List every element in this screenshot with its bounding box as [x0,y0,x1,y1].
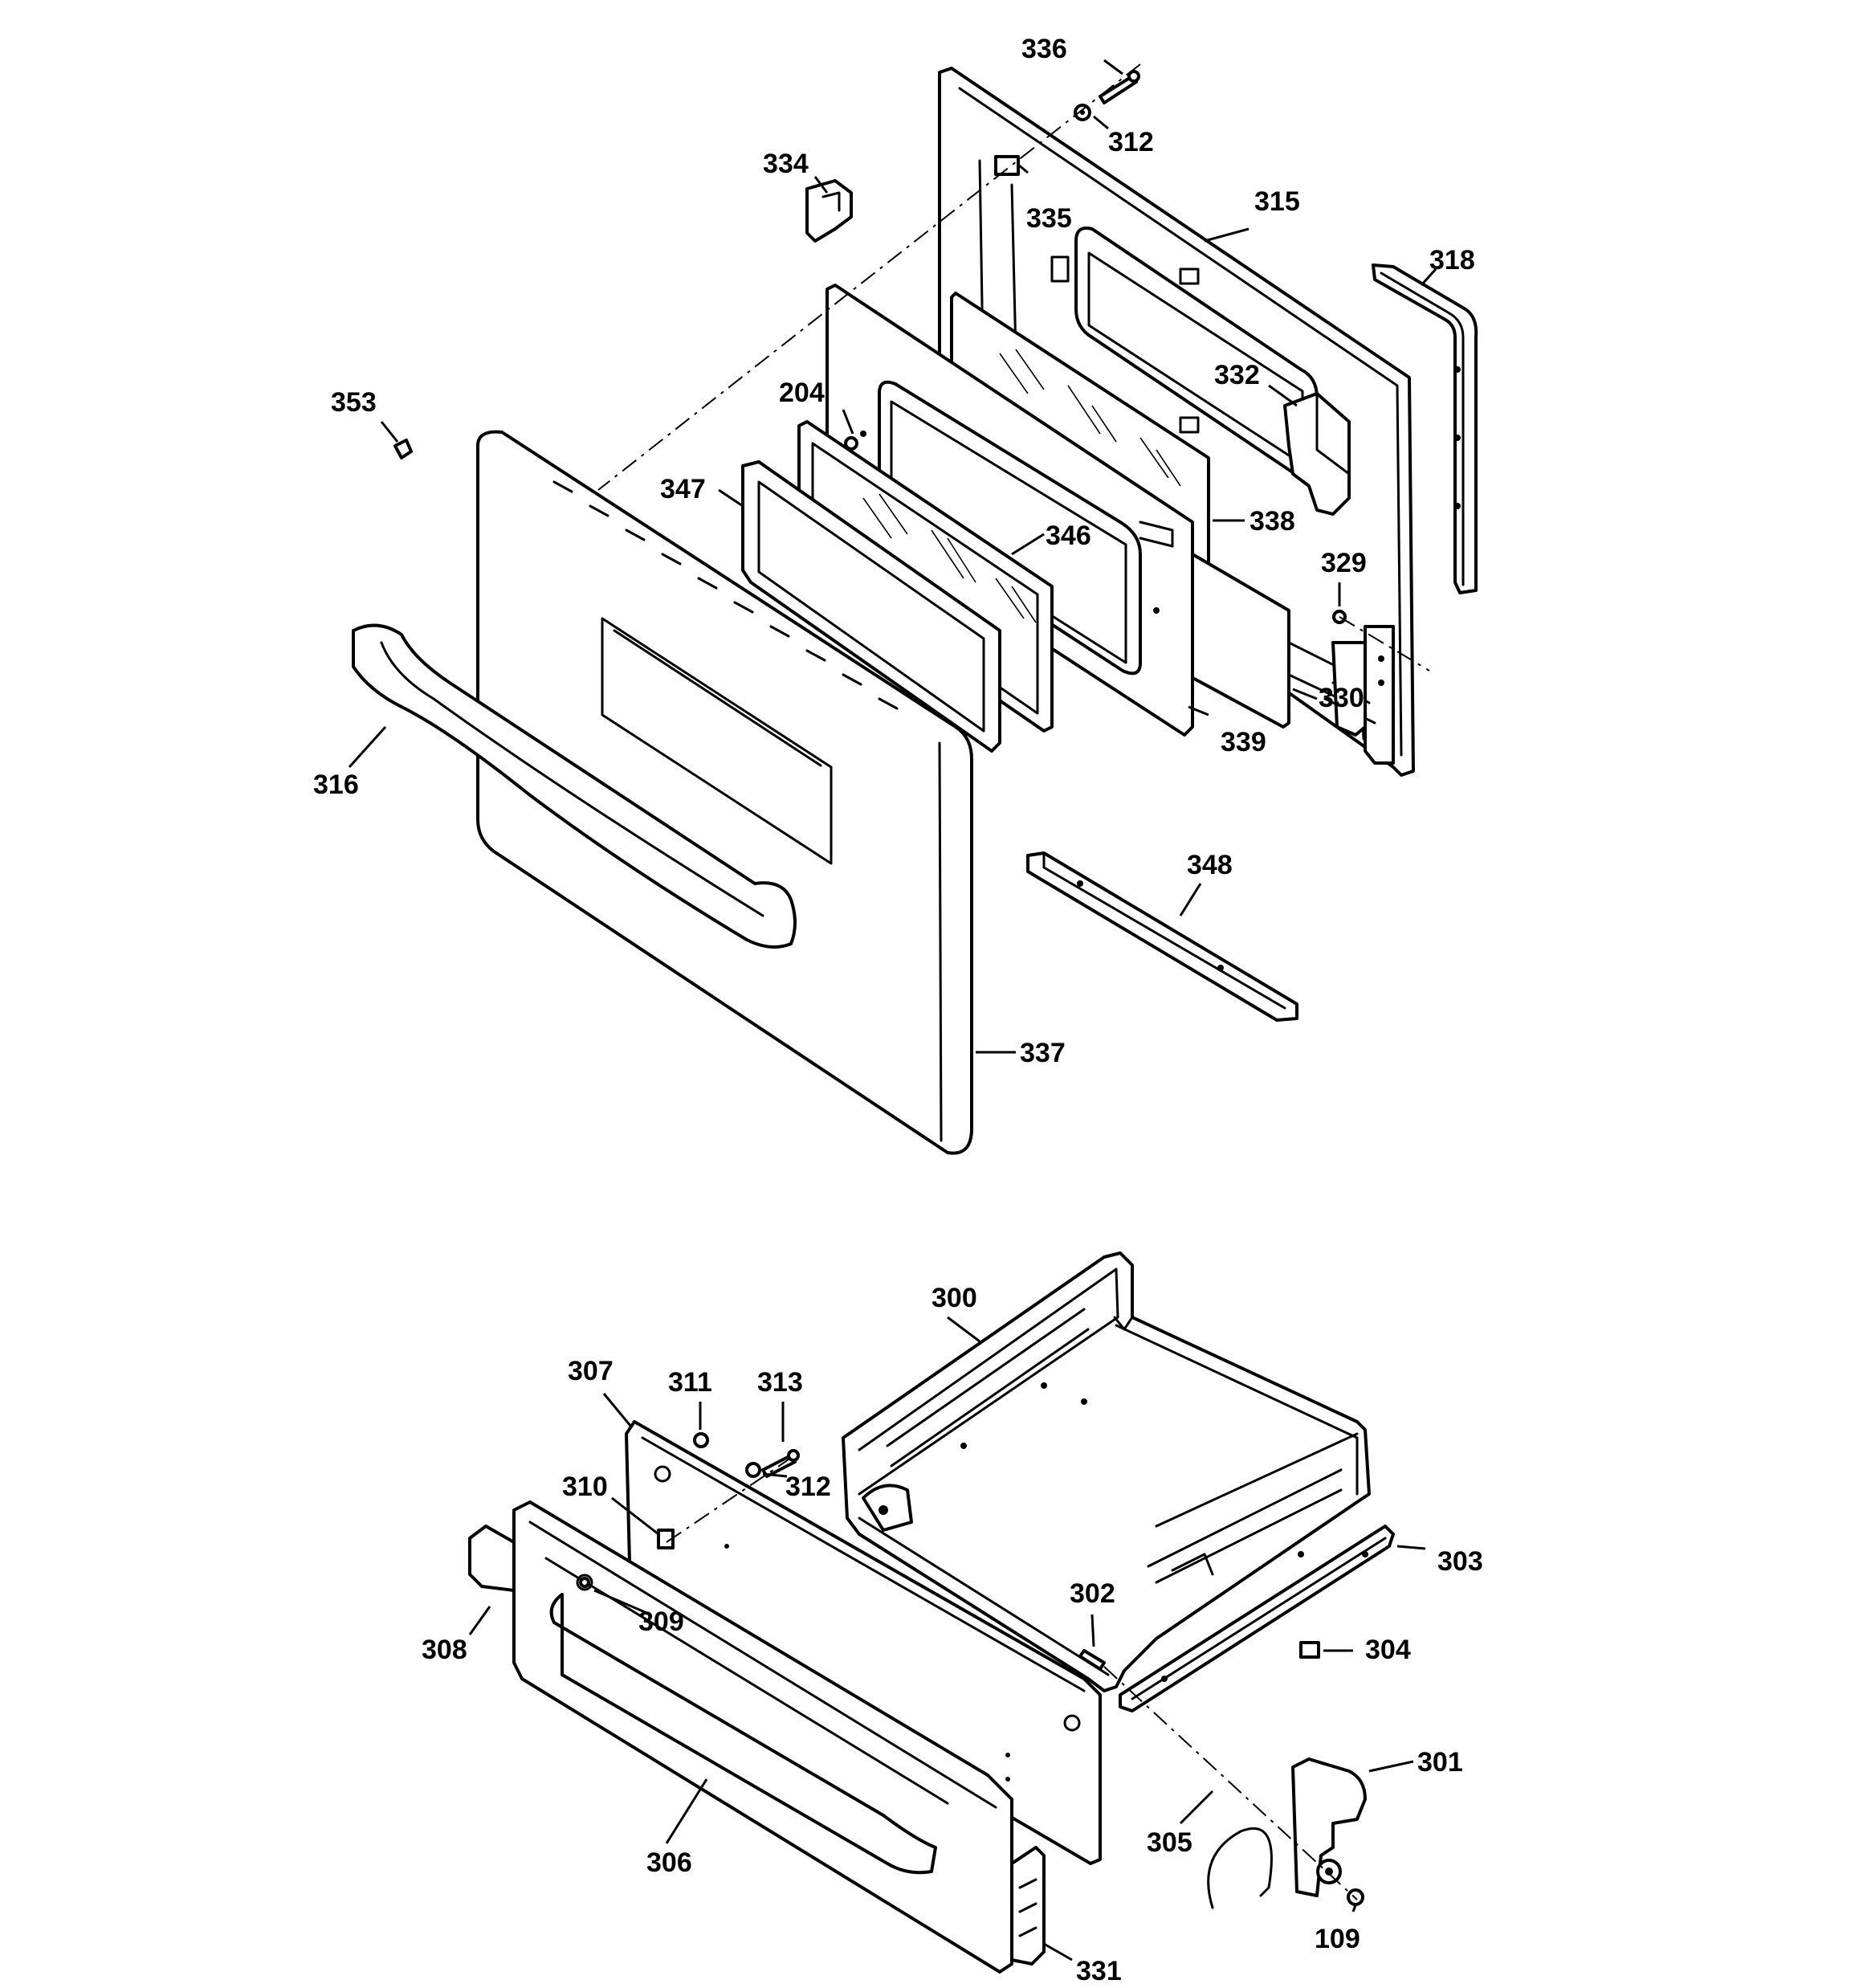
drawer-end-cap-308 [468,1525,516,1592]
callout-303: 303 [1437,1546,1483,1577]
callout-330: 330 [1319,683,1364,713]
callout-337: 337 [1020,1038,1066,1068]
callout-310: 310 [562,1472,608,1502]
callout-346: 346 [1046,520,1091,551]
nut-311 [693,1432,709,1448]
leader-lines [348,59,1437,1961]
drawer-bracket-331 [1010,1846,1046,1966]
callout-348: 348 [1187,850,1233,880]
hinge-axis-upper [1339,616,1430,672]
callout-labels: 336 312 334 335 315 318 332 204 353 347 … [313,34,1483,1986]
screw-309 [579,1577,590,1588]
washer-312-lower [745,1462,761,1478]
callout-301: 301 [1417,1747,1463,1778]
clip-310 [657,1529,675,1549]
callout-311: 311 [668,1367,712,1398]
callout-334: 334 [763,149,809,179]
assembly-axis-upper [597,63,1141,491]
glass-frame-347 [741,460,1001,753]
callout-312-upper: 312 [1108,127,1154,157]
assembly-axis-lower-2 [1103,1666,1358,1900]
assembly-axis-lower-1 [666,1457,792,1543]
callout-300: 300 [932,1283,977,1313]
washer-312-upper [1074,104,1091,121]
callout-329: 329 [1321,548,1367,578]
screw-204 [844,436,858,451]
bracket-335 [994,155,1020,176]
door-bottom-channel-348 [1026,851,1298,1022]
screw-336 [1099,70,1140,104]
callout-312-lower: 312 [785,1472,831,1502]
callout-204: 204 [779,378,825,408]
drawer-body-300 [842,1251,1371,1692]
door-side-trim-318 [1372,263,1478,594]
callout-331: 331 [1076,1956,1122,1986]
callout-307: 307 [568,1356,614,1386]
callout-338: 338 [1249,506,1295,537]
callout-302: 302 [1070,1578,1115,1609]
roller-bracket-301 [1291,1757,1367,1897]
callout-353: 353 [331,387,377,418]
callout-315: 315 [1254,186,1300,217]
callout-306: 306 [646,1847,692,1878]
door-hinge-330 [1331,641,1367,737]
drawer-slide-rail-303 [1119,1525,1395,1712]
callout-308: 308 [422,1635,467,1665]
callout-335: 335 [1026,203,1072,234]
callout-316: 316 [313,769,359,800]
outer-door-panel-337 [476,430,973,1155]
callout-332: 332 [1214,360,1260,390]
callout-109: 109 [1315,1924,1360,1954]
callout-309: 309 [638,1606,684,1637]
callout-313: 313 [757,1367,803,1398]
callout-305: 305 [1147,1827,1192,1858]
callout-347: 347 [660,474,706,504]
clip-304 [1299,1641,1320,1659]
screw-353 [393,439,413,459]
door-handle-316 [352,623,797,949]
wire-spring-305 [1207,1827,1273,1909]
door-inner-panel [826,284,1194,737]
callout-304: 304 [1365,1635,1411,1665]
callout-336: 336 [1021,34,1067,64]
insulation-block-332 [1283,392,1351,516]
door-inner-liner-315 [938,67,1415,777]
door-clip-334 [805,179,853,243]
vent-slots [552,480,899,710]
callout-318: 318 [1429,245,1475,276]
screw-302 [1078,1649,1106,1671]
callout-339: 339 [1221,727,1266,757]
